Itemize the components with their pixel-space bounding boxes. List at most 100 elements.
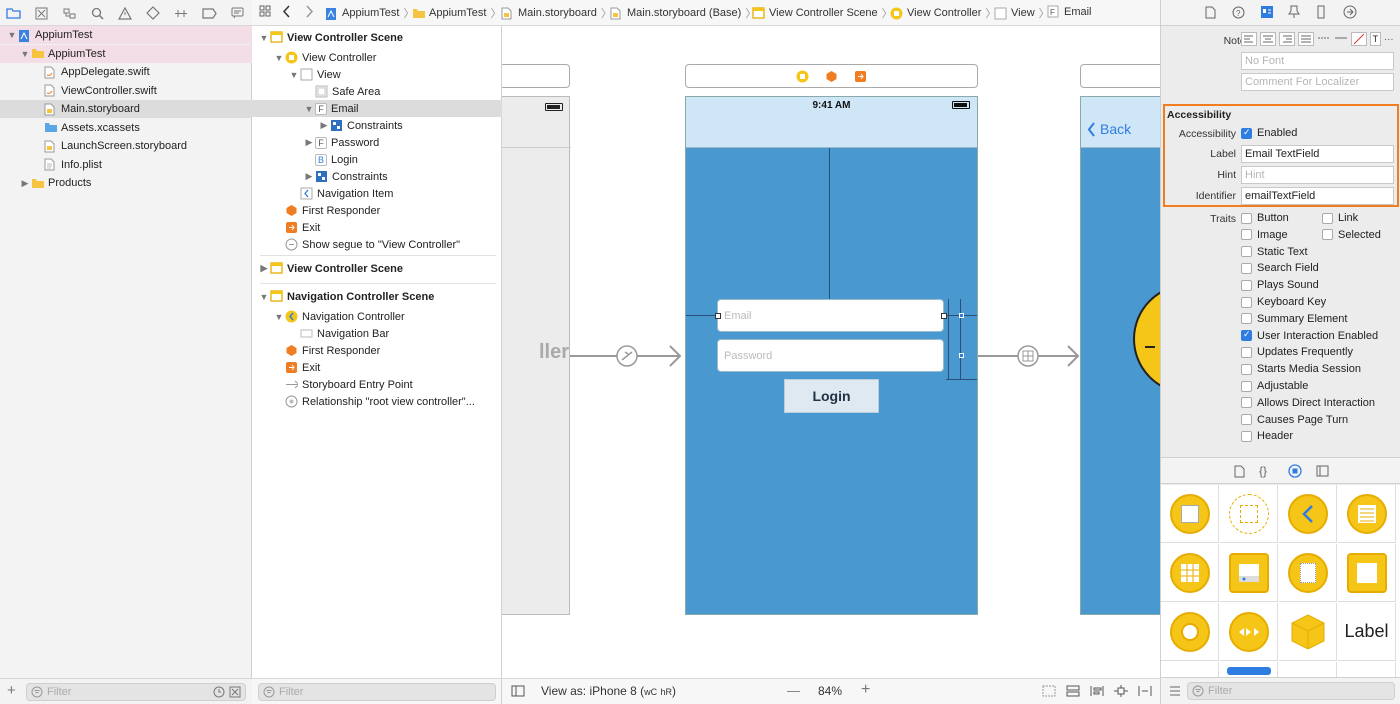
outline-item[interactable]: ▼Navigation Controller [252,308,502,325]
outline-item[interactable]: First Responder [252,342,502,359]
disclosure-triangle-icon[interactable]: ▼ [289,69,299,80]
help-icon[interactable]: ? [1232,6,1245,19]
identity-inspector-icon[interactable] [1260,5,1274,19]
related-items-icon[interactable] [259,5,271,17]
outline-item[interactable]: Safe Area [252,83,502,100]
justify-icon[interactable] [1298,32,1314,46]
accessibility-enabled-checkbox[interactable]: Enabled [1241,127,1297,139]
color-picker-icon[interactable] [1351,32,1367,46]
font-icon[interactable]: T [1370,32,1381,46]
file-tree-item[interactable]: LaunchScreen.storyboard [0,137,252,155]
email-text-field[interactable]: Email [715,299,947,332]
outline-item[interactable]: ▼View Controller [252,49,502,66]
disclosure-triangle-icon[interactable]: ▼ [7,30,17,40]
test-navigator-icon[interactable] [144,4,162,22]
accessibility-hint-input[interactable]: Hint [1241,166,1394,184]
symbol-navigator-icon[interactable] [60,4,78,22]
file-tree-item[interactable]: ▶Products [0,174,252,192]
code-snippet-icon[interactable]: {} [1259,464,1268,478]
trait-checkbox[interactable]: Link [1322,212,1358,224]
align-right-icon[interactable] [1279,32,1295,46]
breadcrumb-project[interactable]: AppiumTest〉 [325,5,418,21]
resolve-issues-icon[interactable] [1138,685,1152,697]
file-tree-item[interactable]: Main.storyboard [0,100,252,118]
disclosure-triangle-icon[interactable]: ▼ [304,103,314,114]
exit-icon[interactable] [854,70,867,83]
media-library-icon[interactable] [1316,465,1329,477]
align-left-icon[interactable] [1241,32,1257,46]
trait-checkbox[interactable]: Static Text [1241,246,1308,258]
show-segue[interactable] [978,344,1082,368]
disclosure-triangle-icon[interactable]: ▼ [20,48,30,59]
align-center-icon[interactable] [1260,32,1276,46]
file-template-icon[interactable] [1234,465,1245,478]
trait-checkbox[interactable]: Allows Direct Interaction [1241,397,1375,409]
constraint-handle[interactable] [959,313,964,318]
trait-checkbox[interactable]: Causes Page Turn [1241,414,1348,426]
pin-icon[interactable] [1114,685,1128,697]
outline-filter-input[interactable]: Filter [258,683,496,701]
login-button[interactable]: Login [784,379,879,413]
back-arrow-icon[interactable] [283,5,291,18]
disclosure-triangle-icon[interactable]: ▼ [259,32,269,43]
breakpoint-icon[interactable] [200,4,218,22]
disclosure-triangle-icon[interactable]: ▶ [21,177,29,188]
disclosure-triangle-icon[interactable]: ▼ [274,52,284,63]
breadcrumb-storyboard[interactable]: Main.storyboard〉 [501,5,616,21]
library-media-controller[interactable] [1220,603,1278,661]
add-icon[interactable]: + [7,682,16,699]
trait-checkbox[interactable]: User Interaction Enabled [1241,329,1378,342]
disclosure-triangle-icon[interactable]: ▶ [320,120,328,130]
outline-item[interactable]: Navigation Item [252,185,502,202]
scene-dock-left[interactable] [502,64,570,88]
scene-dock-right[interactable] [1080,64,1160,88]
trait-checkbox[interactable]: Header [1241,430,1293,442]
disclosure-triangle-icon[interactable]: ▶ [305,171,313,181]
library-avkit-player[interactable] [1161,603,1219,661]
report-icon[interactable] [228,4,246,22]
outline-item[interactable]: ▼View [252,66,502,83]
trait-checkbox[interactable]: Plays Sound [1241,279,1319,291]
zoom-out-button[interactable]: — [787,683,800,698]
connections-inspector-icon[interactable] [1343,5,1357,19]
align-icon[interactable] [1090,685,1104,697]
password-text-field[interactable]: Password [717,339,944,372]
disclosure-triangle-icon[interactable]: ▼ [259,291,269,302]
library-text-field[interactable] [1279,662,1337,677]
library-segmented-control[interactable] [1220,662,1278,677]
accessibility-label-input[interactable]: Email TextField [1241,145,1394,163]
folder-icon[interactable] [4,4,22,22]
dash-icon[interactable] [1317,32,1331,46]
file-inspector-icon[interactable] [1205,6,1216,19]
trait-checkbox[interactable]: Updates Frequently [1241,346,1353,358]
trait-checkbox[interactable]: Starts Media Session [1241,363,1361,375]
trait-checkbox[interactable]: Adjustable [1241,380,1308,392]
more-options-icon[interactable]: … [1383,32,1394,43]
outline-item[interactable]: Exit [252,359,502,376]
constraint-handle[interactable] [959,353,964,358]
second-view-controller-scene[interactable]: Back [1080,96,1160,615]
outline-scene-header[interactable]: ▶View Controller Scene [252,260,502,277]
outline-item[interactable]: Exit [252,219,502,236]
library-storyboard-reference[interactable] [1220,485,1278,543]
outline-item[interactable]: ▶Constraints [252,117,502,134]
trait-checkbox[interactable]: Image [1241,229,1288,241]
disclosure-triangle-icon[interactable]: ▼ [274,311,284,322]
comment-for-localizer-field[interactable]: Comment For Localizer [1241,73,1394,91]
library-slider[interactable] [1338,662,1396,677]
library-button[interactable] [1161,662,1219,677]
breadcrumb-storyboard-base[interactable]: Main.storyboard (Base)〉 [610,5,760,21]
file-tree-item[interactable]: ▼AppiumTest [0,26,252,44]
font-field[interactable]: No Font [1241,52,1394,70]
file-tree-item[interactable]: Assets.xcassets [0,119,252,137]
view-controller-icon[interactable] [796,70,809,83]
library-label[interactable]: Label [1338,603,1396,661]
relationship-segue[interactable] [570,344,684,368]
file-tree-item[interactable]: ▼AppiumTest [0,44,252,63]
outline-item[interactable]: Relationship "root view controller"... [252,393,502,410]
navigator-filter-input[interactable]: Filter [26,683,246,701]
trait-checkbox[interactable]: Summary Element [1241,313,1347,325]
